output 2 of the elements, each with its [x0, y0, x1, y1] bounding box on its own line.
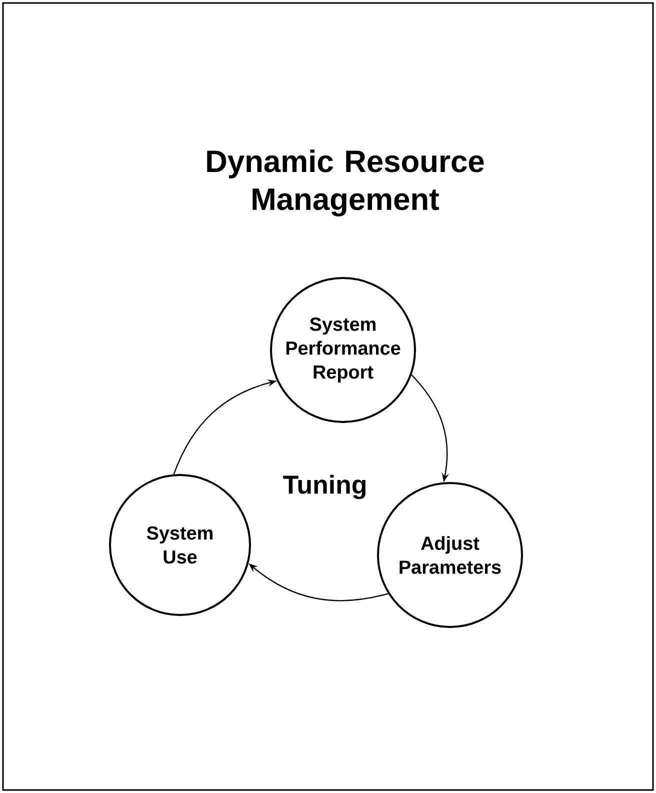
center-label: Tuning — [283, 474, 366, 500]
title: Dynamic Resource Management — [207, 150, 484, 216]
